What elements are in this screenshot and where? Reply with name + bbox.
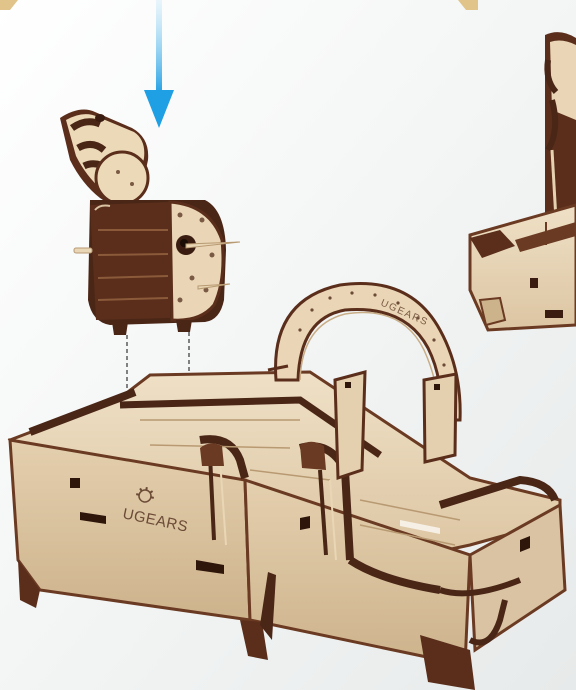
slot	[70, 478, 80, 488]
